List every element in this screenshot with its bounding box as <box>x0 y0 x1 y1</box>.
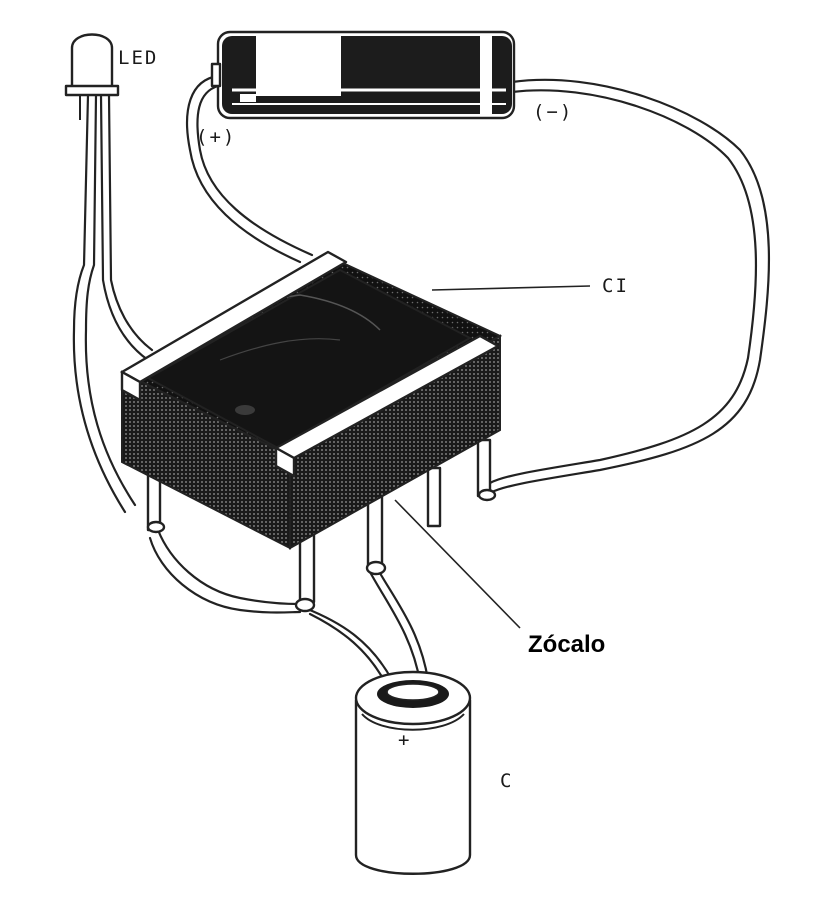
battery-negative-label: (−) <box>533 101 573 123</box>
socket-pins <box>146 438 497 613</box>
wire-capacitor-right <box>375 566 430 682</box>
socket-label: Zócalo <box>528 631 605 658</box>
socket-leader <box>394 499 521 629</box>
capacitor-label: C <box>500 770 513 792</box>
led <box>64 33 120 120</box>
battery <box>210 30 516 120</box>
ic-socket <box>119 250 503 613</box>
led-label: LED <box>118 47 158 69</box>
ic-label: CI <box>602 275 629 297</box>
ic-leader <box>431 285 591 291</box>
capacitor <box>354 670 472 875</box>
wire-led-leg-left <box>72 93 127 514</box>
wire-led-leg-right <box>99 93 150 362</box>
wire-battery-positive <box>186 74 302 264</box>
wires <box>72 74 771 686</box>
wire-battery-negative <box>488 78 771 495</box>
wire-capacitor-left <box>303 606 394 682</box>
battery-positive-label: (+) <box>196 126 236 148</box>
capacitor-polarity-mark: + <box>398 729 411 751</box>
